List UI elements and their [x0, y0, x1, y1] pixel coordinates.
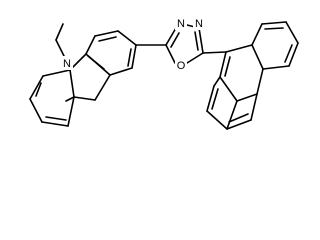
oxadiazole-ring	[165, 24, 204, 64]
anthracene-top-ring	[225, 21, 299, 70]
atom-n-carbazole: N	[61, 56, 73, 70]
oxadiazole-anthracene-bond	[202, 51, 227, 54]
atom-label: N	[177, 18, 185, 30]
carbazole-right-ring	[85, 30, 137, 76]
structure-diagram: N N N O	[29, 16, 299, 130]
atom-label: O	[177, 60, 186, 72]
anthracene-middle-ring	[219, 44, 264, 102]
atom-o-oxadiazole: O	[175, 58, 187, 72]
atom-label: N	[63, 58, 71, 70]
ethyl-group	[55, 23, 65, 57]
carbazole-pyrrole-ring	[69, 53, 111, 101]
anthracene-bottom-ring	[206, 76, 258, 130]
atom-n-oxadiazole-1: N	[175, 16, 187, 30]
atom-n-oxadiazole-2: N	[193, 16, 205, 30]
carbazole-left-ring	[29, 69, 75, 127]
atom-label: N	[195, 18, 203, 30]
